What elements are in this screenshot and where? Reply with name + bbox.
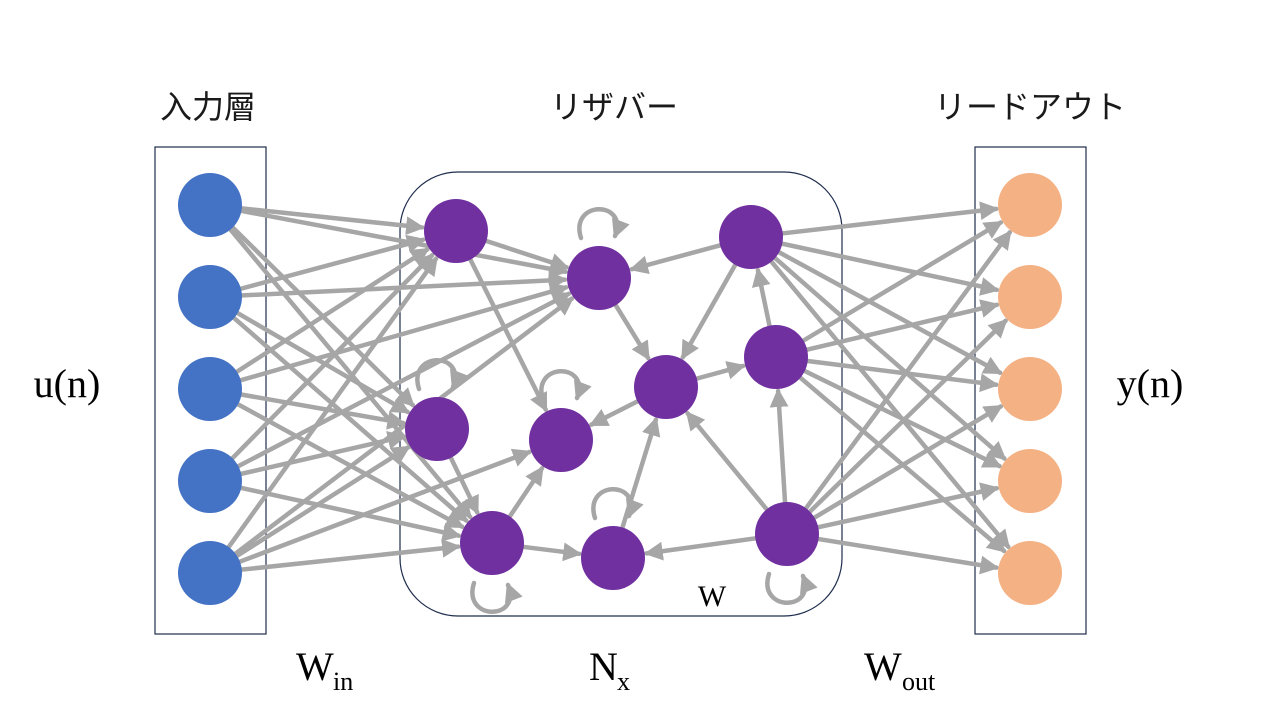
output-edge-r5-1 [797, 220, 1004, 345]
reservoir-node-r3 [719, 205, 783, 269]
output-weight-label: W out [864, 644, 936, 696]
reservoir-size-subscript: x [617, 667, 630, 696]
input-edge-5-r2 [230, 296, 575, 559]
input-edge-3-r6 [235, 391, 407, 430]
input-weight-base: W [296, 644, 334, 689]
input-edge-1-r1 [235, 205, 426, 236]
output-edge-r10-5 [812, 536, 1000, 575]
input-layer-label: 入力層 [160, 88, 256, 126]
reservoir-node-r5 [744, 325, 808, 389]
reservoir-edge-r4-r5 [690, 361, 746, 382]
reservoir-edge-r6-r8 [446, 451, 480, 515]
input-edge-3-r8 [232, 400, 465, 529]
readout-label: リードアウト [934, 88, 1126, 126]
input-node-4 [178, 449, 242, 513]
self-loop-r7 [539, 369, 592, 403]
output-edge-r10-3 [808, 404, 1004, 522]
network-nodes [178, 173, 1062, 605]
reservoir-node-r9 [581, 526, 645, 590]
self-loop-r6 [415, 358, 468, 392]
input-edge-5-r1 [224, 256, 439, 553]
self-loop-r9 [591, 487, 644, 521]
reservoir-node-r10 [755, 502, 819, 566]
output-edge-r10-2 [804, 318, 1008, 517]
reservoir-node-r1 [424, 199, 488, 263]
output-edge-r3-4 [769, 253, 1007, 461]
input-node-2 [178, 265, 242, 329]
input-edge-4-r2 [232, 291, 572, 471]
self-loop-r8 [470, 580, 523, 614]
output-node-2 [998, 265, 1062, 329]
output-signal-label: y(n) [1117, 361, 1184, 406]
reservoir-node-r4 [634, 355, 698, 419]
connection-edges [224, 201, 1013, 575]
input-edge-5-r6 [231, 444, 411, 561]
reservoir-weight-label: W [698, 580, 727, 613]
reservoir-size-label: N x [589, 644, 630, 696]
readout-box [974, 146, 1087, 635]
reservoir-edge-r3-r2 [629, 242, 727, 275]
reservoir-edge-r3-r4 [680, 259, 740, 360]
output-edge-r10-1 [801, 230, 1013, 514]
self-loops [415, 207, 818, 614]
reservoir-node-r2 [567, 246, 631, 310]
reservoir-node-r6 [405, 397, 469, 461]
output-node-3 [998, 357, 1062, 421]
reservoir-edge-r1-r2 [480, 237, 570, 272]
input-node-1 [178, 173, 242, 237]
reservoir-label: リザバー [550, 88, 678, 126]
reservoir-edge-r10-r5 [769, 388, 789, 509]
reservoir-edge-r10-r9 [643, 535, 762, 561]
input-edge-5-r7 [233, 448, 532, 566]
output-edge-r10-4 [812, 482, 1000, 531]
output-edge-r5-2 [801, 299, 1000, 353]
self-loop-r10 [765, 571, 818, 605]
reservoir-edge-r5-r3 [751, 267, 773, 332]
output-edge-r3-2 [776, 240, 1000, 296]
input-edge-5-r8 [235, 538, 462, 573]
input-edge-1-r2 [235, 207, 569, 279]
reservoir-edge-r1-r7 [466, 253, 548, 413]
output-weight-subscript: out [902, 667, 936, 696]
reservoir-edge-r9-r4 [619, 416, 661, 534]
input-edge-4-r6 [235, 430, 407, 477]
output-node-4 [998, 449, 1062, 513]
output-node-1 [998, 173, 1062, 237]
output-edge-r3-1 [776, 201, 1000, 237]
output-edge-r5-3 [801, 358, 1000, 393]
input-node-5 [178, 541, 242, 605]
input-weight-subscript: in [333, 667, 353, 696]
reservoir-edge-r4-r7 [588, 397, 644, 427]
reservoir-edge-r10-r4 [685, 411, 772, 515]
output-edge-r5-5 [795, 372, 1007, 554]
reservoir-node-r8 [460, 511, 524, 575]
output-weight-base: W [864, 644, 902, 689]
reservoir-node-r7 [529, 408, 593, 472]
input-weight-label: W in [296, 644, 353, 696]
input-node-3 [178, 357, 242, 421]
input-edge-3-r1 [231, 247, 430, 377]
input-layer-box [154, 146, 267, 635]
reservoir-edge-r8-r9 [517, 542, 583, 562]
output-edge-r3-5 [766, 256, 1011, 550]
input-edge-3-r2 [234, 282, 570, 384]
input-edge-1-r8 [225, 224, 473, 520]
self-loop-r2 [577, 207, 630, 241]
reservoir-edge-r8-r7 [505, 465, 545, 522]
output-edge-r5-4 [798, 367, 1002, 469]
output-node-5 [998, 541, 1062, 605]
input-edge-4-r8 [235, 484, 462, 542]
reservoir-edge-r2-r4 [611, 299, 651, 361]
reservoir-size-base: N [589, 644, 618, 689]
input-edge-4-r1 [227, 252, 435, 464]
input-signal-label: u(n) [34, 361, 101, 406]
output-edge-r3-3 [773, 248, 1003, 375]
input-edge-2-r1 [234, 234, 426, 292]
